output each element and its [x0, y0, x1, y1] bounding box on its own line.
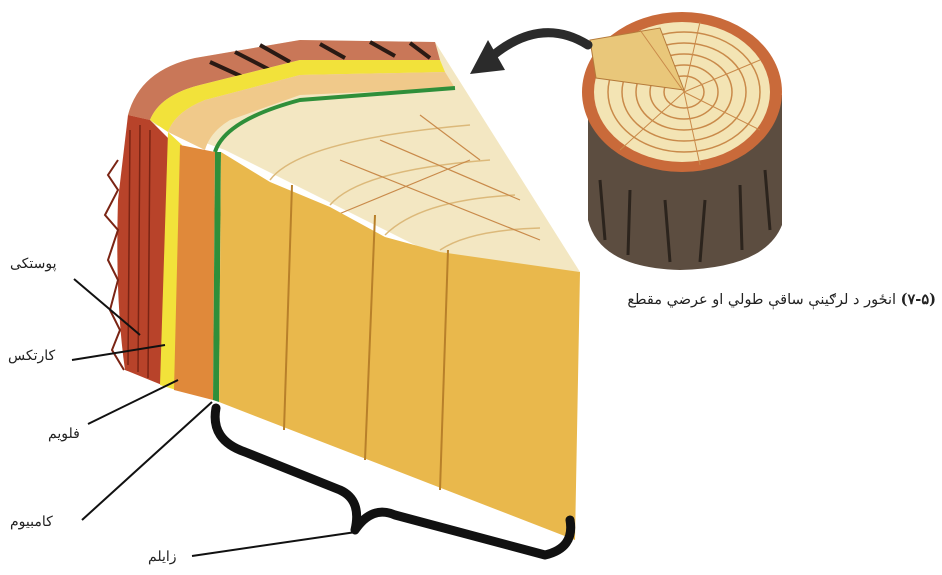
label-xylem: زایلم — [148, 549, 177, 565]
figure-caption: (۷-۵) انځور د لرګینې ساقې طولي او عرضي م… — [596, 291, 936, 308]
figure-caption-text: انځور د لرګینې ساقې طولي او عرضي مقطع — [627, 292, 896, 308]
curved-arrow — [470, 33, 588, 74]
label-cortex: کارتکس — [8, 348, 55, 364]
label-cambium: کامبیوم — [10, 514, 53, 530]
front-phloem — [174, 145, 215, 400]
tree-stump — [582, 12, 782, 270]
label-phloem: فلویم — [48, 426, 80, 442]
label-epidermis: پوستکی — [10, 256, 56, 272]
figure-number: (۷-۵) — [901, 291, 936, 308]
leader-xylem — [192, 532, 356, 556]
wood-wedge — [105, 40, 580, 540]
leader-phloem — [88, 380, 178, 424]
leader-cambium — [82, 402, 212, 520]
